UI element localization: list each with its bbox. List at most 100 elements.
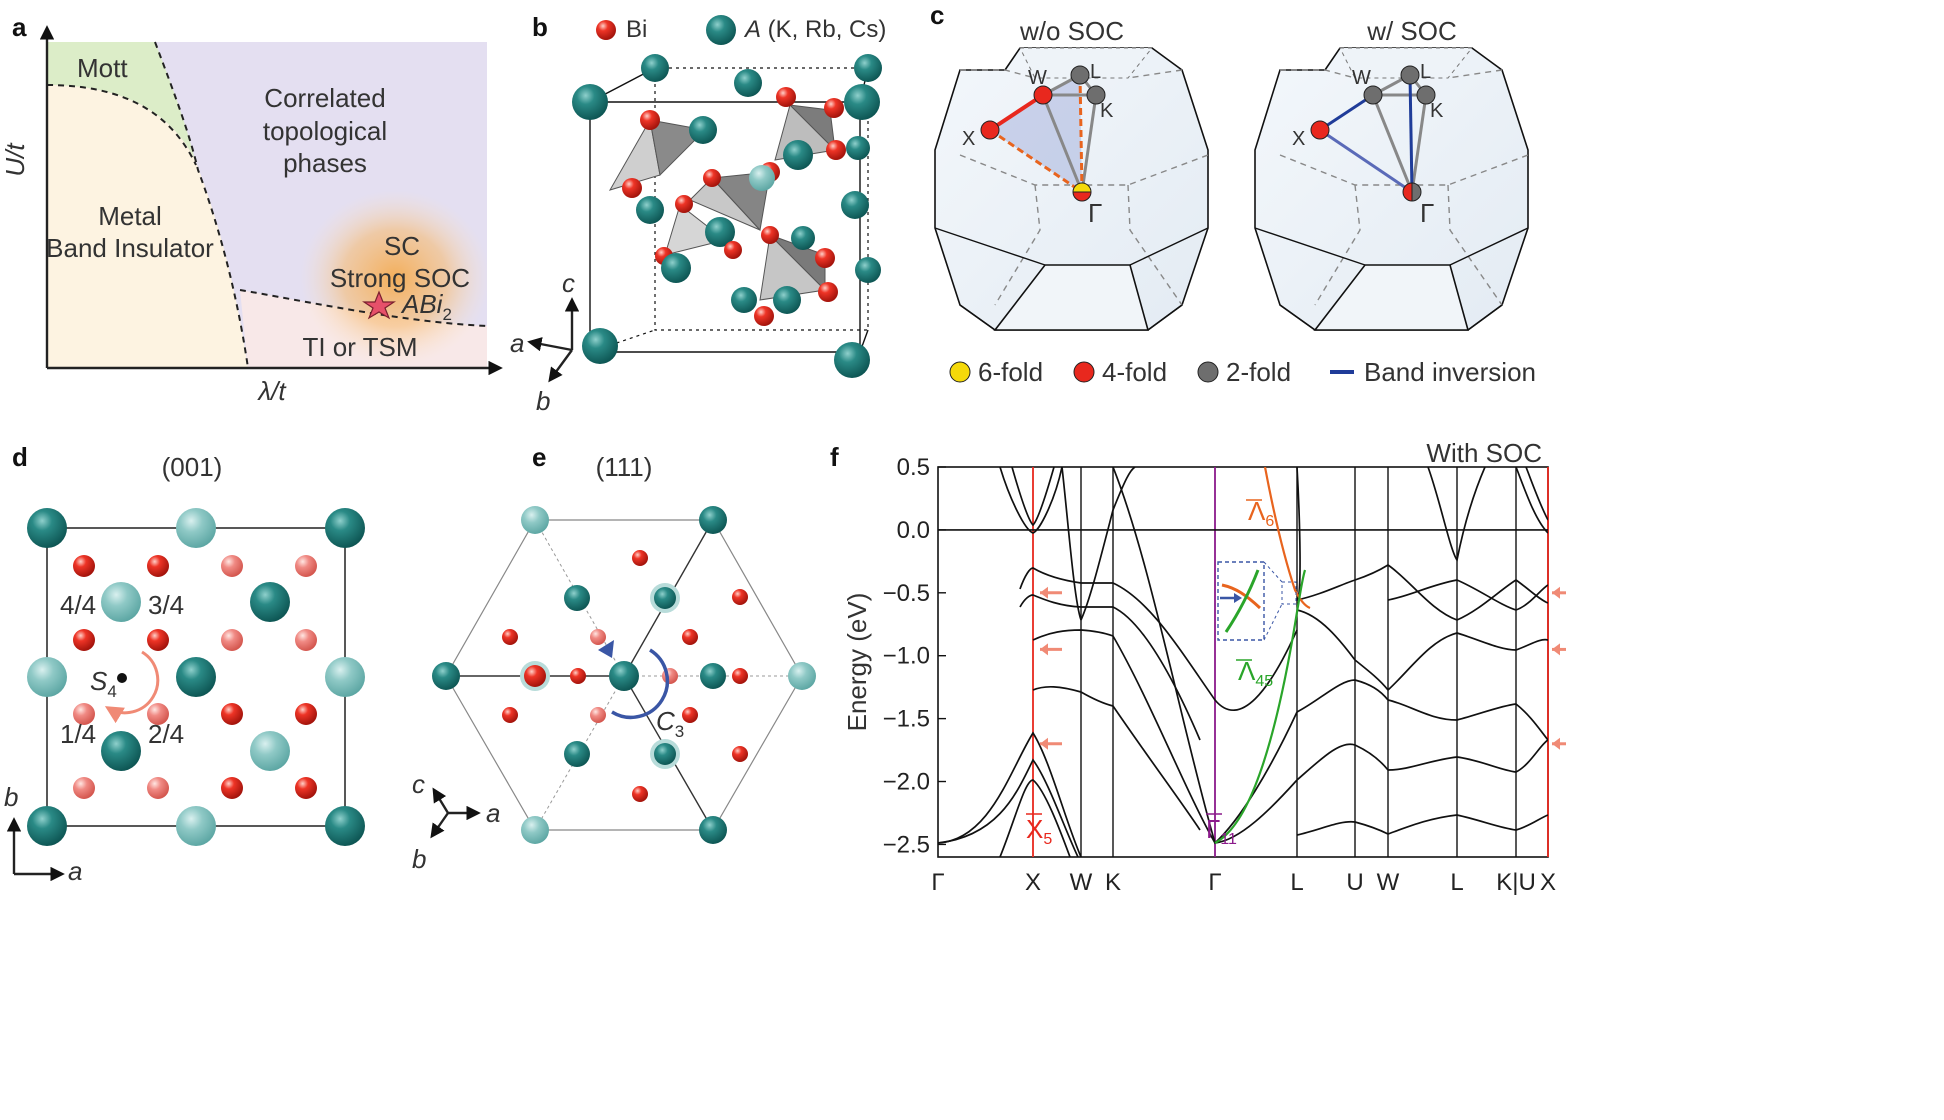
d-atoms xyxy=(27,508,365,846)
ytick-label: −0.5 xyxy=(883,580,930,607)
f-highlight-arrows xyxy=(1040,586,1566,750)
xtick-label: W xyxy=(1070,869,1093,896)
lambda6-label: Λ6 xyxy=(1248,496,1274,530)
c3-rotation-arrow xyxy=(611,648,670,720)
svg-text:Γ: Γ xyxy=(1088,198,1102,228)
ylabel-a: U/t xyxy=(0,142,30,177)
phase-boundary-mott xyxy=(46,84,197,166)
metal-region xyxy=(47,85,248,368)
band-curve xyxy=(1525,467,1548,521)
svg-text:a: a xyxy=(510,328,524,358)
xtick-label: Γ xyxy=(931,869,944,896)
panel-c: c w/o SOC w/ SOC xyxy=(930,0,1536,387)
xtick-label: W xyxy=(1377,869,1400,896)
s4-rotation-arrow xyxy=(104,650,160,724)
band-curve xyxy=(938,758,1079,857)
svg-text:K: K xyxy=(1100,100,1114,122)
legend-2fold-dot xyxy=(1197,361,1219,383)
band-curve xyxy=(999,467,1063,534)
svg-text:3/4: 3/4 xyxy=(148,590,184,620)
band-curve xyxy=(1061,467,1082,621)
svg-text:2/4: 2/4 xyxy=(148,719,184,749)
e-title: (111) xyxy=(596,452,653,482)
band-lambda6 xyxy=(1263,467,1311,610)
band-curve xyxy=(1112,606,1201,741)
svg-text:X: X xyxy=(962,128,975,150)
band-curve xyxy=(1296,743,1389,781)
band-curve xyxy=(1032,629,1114,641)
f-inset xyxy=(1217,561,1297,641)
d-title: (001) xyxy=(162,452,223,482)
band-curve xyxy=(1296,679,1389,713)
panel-e: e (111) xyxy=(412,442,816,874)
band-curve xyxy=(1387,814,1548,835)
svg-text:b: b xyxy=(536,386,550,416)
svg-text:K: K xyxy=(1430,100,1444,122)
legend-a-label: A (K, Rb, Cs) xyxy=(743,16,886,43)
svg-text:b: b xyxy=(4,782,18,812)
legend-band-inversion-label: Band inversion xyxy=(1364,357,1536,387)
ytick-label: −2.0 xyxy=(883,769,930,796)
xtick-label: Γ xyxy=(1208,869,1221,896)
brillouin-zone-1 xyxy=(934,47,1209,331)
label-correlated-2: topological xyxy=(263,116,387,146)
b-axes: c a b xyxy=(510,268,580,416)
g11-label: Γ11 xyxy=(1206,814,1237,848)
f-title: With SOC xyxy=(1426,438,1542,468)
panel-letter-c: c xyxy=(930,0,944,30)
level-arrowhead xyxy=(1040,737,1048,750)
svg-text:X: X xyxy=(1292,128,1305,150)
ytick-label: 0.0 xyxy=(897,517,930,544)
xtick-label: X xyxy=(1540,869,1556,896)
svg-text:b: b xyxy=(412,844,426,874)
xtick-label: U xyxy=(1346,869,1363,896)
bz1-path xyxy=(980,65,1106,202)
svg-text:Γ: Γ xyxy=(1420,198,1434,228)
legend-a-dot xyxy=(706,15,736,45)
f-bands xyxy=(938,467,1548,857)
band-curve xyxy=(1427,467,1486,563)
svg-text:1/4: 1/4 xyxy=(60,719,96,749)
band-curve xyxy=(1112,635,1298,845)
legend-4fold-dot xyxy=(1073,361,1095,383)
legend-6fold-dot xyxy=(949,361,971,383)
band-curve xyxy=(1019,567,1113,590)
band-lambda45 xyxy=(1214,569,1307,844)
band-curve xyxy=(1387,632,1548,691)
level-arrowhead xyxy=(1552,586,1560,599)
f-yticks: 0.50.0−0.5−1.0−1.5−2.0−2.5 xyxy=(883,454,946,858)
ytick-label: 0.5 xyxy=(897,454,930,481)
label-compound: ABi2 xyxy=(400,289,452,324)
ytick-label: −1.0 xyxy=(883,643,930,670)
band-curve xyxy=(1296,564,1389,601)
level-arrowhead xyxy=(1552,737,1560,750)
svg-text:a: a xyxy=(68,856,82,886)
band-curve xyxy=(1296,609,1389,691)
xtick-label: L xyxy=(1290,869,1303,896)
c3-arrowhead xyxy=(598,640,614,658)
label-sc: SC xyxy=(384,231,420,261)
band-curve xyxy=(1112,705,1201,831)
xlabel-a: λ/t xyxy=(256,376,287,406)
legend-2fold-label: 2-fold xyxy=(1226,357,1291,387)
band-curve xyxy=(938,731,1082,857)
svg-text:c: c xyxy=(562,268,575,298)
label-correlated-3: phases xyxy=(283,148,367,178)
panel-letter-a: a xyxy=(12,12,27,42)
f-ylabel: Energy (eV) xyxy=(842,593,872,732)
level-arrowhead xyxy=(1040,586,1048,599)
level-arrowhead xyxy=(1040,643,1048,656)
band-curve xyxy=(1032,686,1114,707)
bz2-path xyxy=(1310,65,1436,202)
band-curve xyxy=(1112,467,1216,844)
c-title-wo-soc: w/o SOC xyxy=(1019,16,1124,46)
phase-boundary-ti xyxy=(239,289,488,327)
panel-b: b Bi A (K, Rb, Cs) xyxy=(510,12,886,416)
lambda45-label: Λ45 xyxy=(1238,656,1273,690)
xtick-label: K xyxy=(1105,869,1121,896)
svg-text:a: a xyxy=(486,798,500,828)
label-strong-soc: Strong SOC xyxy=(330,263,470,293)
